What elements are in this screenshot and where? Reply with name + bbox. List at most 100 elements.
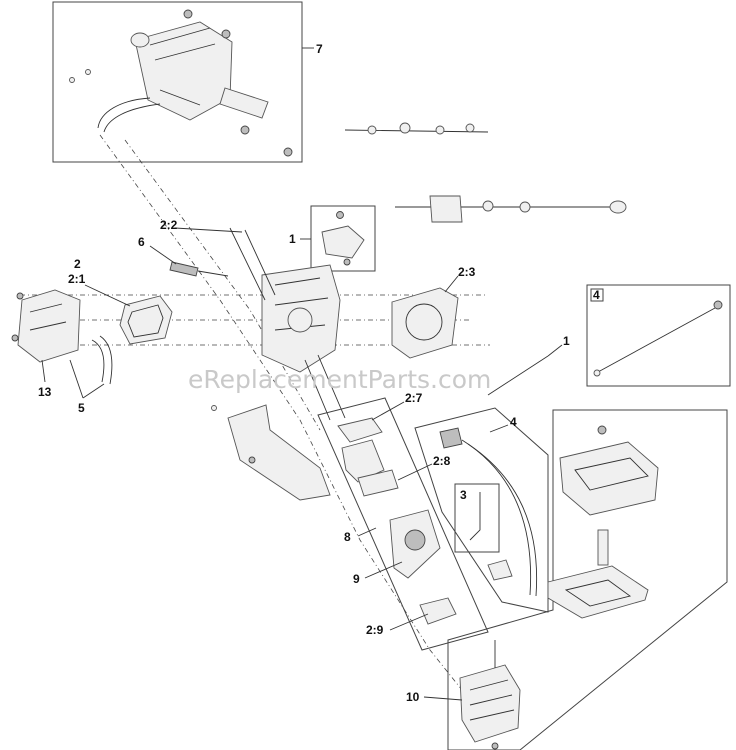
muffler-outlet: [130, 32, 150, 48]
dipstick-rod: [597, 307, 716, 373]
callout-4a: 4: [593, 288, 600, 302]
muffler-detail: [149, 27, 216, 106]
sensor-plug: [169, 261, 199, 277]
leader-4b: [489, 424, 509, 433]
throttle-linkage[interactable]: [344, 122, 489, 135]
leader-2-3: [444, 275, 459, 293]
governor-linkage[interactable]: [395, 195, 627, 223]
gasket-2-9-shape: [419, 597, 457, 625]
callout-3: 3: [460, 488, 467, 502]
fuel-clamp: [487, 559, 513, 581]
item-8-box: [317, 397, 489, 651]
valve-cover-group[interactable]: 13: [11, 289, 81, 399]
linkage-part: [465, 123, 475, 133]
callout-9: 9: [353, 572, 360, 586]
fuel-hose: [467, 443, 538, 597]
muffler-pin: [85, 69, 91, 75]
wing-nut: [597, 425, 607, 435]
callout-4b: 4: [510, 415, 517, 429]
item-4-box-group[interactable]: 4: [586, 284, 731, 387]
heat-shield-group: [211, 404, 331, 501]
sensor-wire: [197, 270, 229, 277]
heat-shield-screw: [248, 456, 256, 464]
gasket-2-7-shape: [337, 417, 383, 443]
leader-13: [41, 359, 46, 383]
guide-line: [124, 139, 321, 431]
gasket-2-3[interactable]: 2:3: [391, 265, 476, 359]
linkage-part: [435, 125, 445, 135]
item-10-panel: [447, 409, 728, 750]
callout-6: 6: [138, 235, 145, 249]
watermark: eReplacementParts.com: [188, 365, 491, 394]
exhaust-pipe: [97, 97, 161, 133]
callout-1a: 1: [289, 232, 296, 246]
item-6-group[interactable]: 6: [138, 235, 229, 277]
leader-2-7: [371, 401, 405, 421]
callout-2-2: 2:2: [160, 218, 178, 232]
air-cleaner-cover: [559, 441, 659, 516]
filter-element: [597, 529, 609, 566]
dipstick-cap: [713, 300, 723, 310]
leader-5: [69, 359, 84, 399]
fuel-line-group[interactable]: 4: [414, 407, 549, 613]
muffler-nut: [240, 125, 250, 135]
stud: [229, 227, 266, 301]
gasket-2-8-shape: [357, 469, 399, 497]
base-detail: [564, 579, 632, 607]
fuel-filter: [439, 427, 463, 449]
head-bolt: [491, 742, 499, 750]
callout-7: 7: [316, 42, 323, 56]
leader-2-1: [84, 284, 131, 307]
breather-tube: [91, 335, 113, 385]
item-4-label-box: [590, 288, 604, 302]
leader-6: [149, 245, 177, 265]
muffler-screw: [221, 29, 231, 39]
leader-8: [357, 527, 377, 537]
muffler-group[interactable]: 7: [52, 1, 323, 163]
callout-10: 10: [406, 690, 420, 704]
callout-2-9: 2:9: [366, 623, 384, 637]
item-1-group[interactable]: 1: [289, 205, 376, 272]
callout-2-3: 2:3: [458, 265, 476, 279]
stud: [244, 229, 276, 296]
breather-tube-group[interactable]: 5: [69, 335, 113, 415]
item-3-group[interactable]: 3: [454, 483, 500, 553]
gasket-shape: [119, 295, 173, 345]
muffler-pin: [69, 77, 75, 83]
guide-line: [99, 134, 471, 701]
item-1b-group[interactable]: 1: [487, 334, 570, 396]
leader-9: [364, 561, 403, 579]
cable-part: [487, 355, 549, 396]
engine-bore: [287, 307, 313, 333]
muffler-bracket: [219, 87, 269, 119]
cover-detail: [574, 457, 649, 491]
callout-5: 5: [78, 401, 85, 415]
linkage-part: [399, 122, 411, 134]
leader-1b: [547, 344, 563, 357]
item-1-box: [310, 205, 376, 272]
cylinder-head: [459, 664, 521, 743]
gasket-2-1[interactable]: 2 2:1: [68, 257, 173, 345]
linkage-knob: [609, 200, 627, 214]
engine-block-group[interactable]: [261, 264, 341, 373]
leader-2-8: [397, 463, 433, 481]
governor-arm: [429, 195, 463, 223]
stud: [317, 354, 346, 419]
cover-screw: [16, 292, 24, 300]
item-1-part: [321, 225, 365, 259]
callout-2-8: 2:8: [433, 454, 451, 468]
air-cleaner-group[interactable]: 10: [406, 409, 728, 750]
gasket-bore: [405, 303, 443, 341]
stud: [304, 359, 331, 421]
linkage-part: [482, 200, 494, 212]
leader-5: [82, 383, 105, 399]
carb-bowl: [404, 529, 426, 551]
linkage-part: [367, 125, 377, 135]
carburetor-group[interactable]: 2:7 2:8 9 2:9 8: [317, 391, 489, 651]
linkage-part: [519, 201, 531, 213]
dipstick-tip: [593, 369, 601, 377]
gasket-shape: [391, 287, 459, 359]
callout-2-7: 2:7: [405, 391, 423, 405]
